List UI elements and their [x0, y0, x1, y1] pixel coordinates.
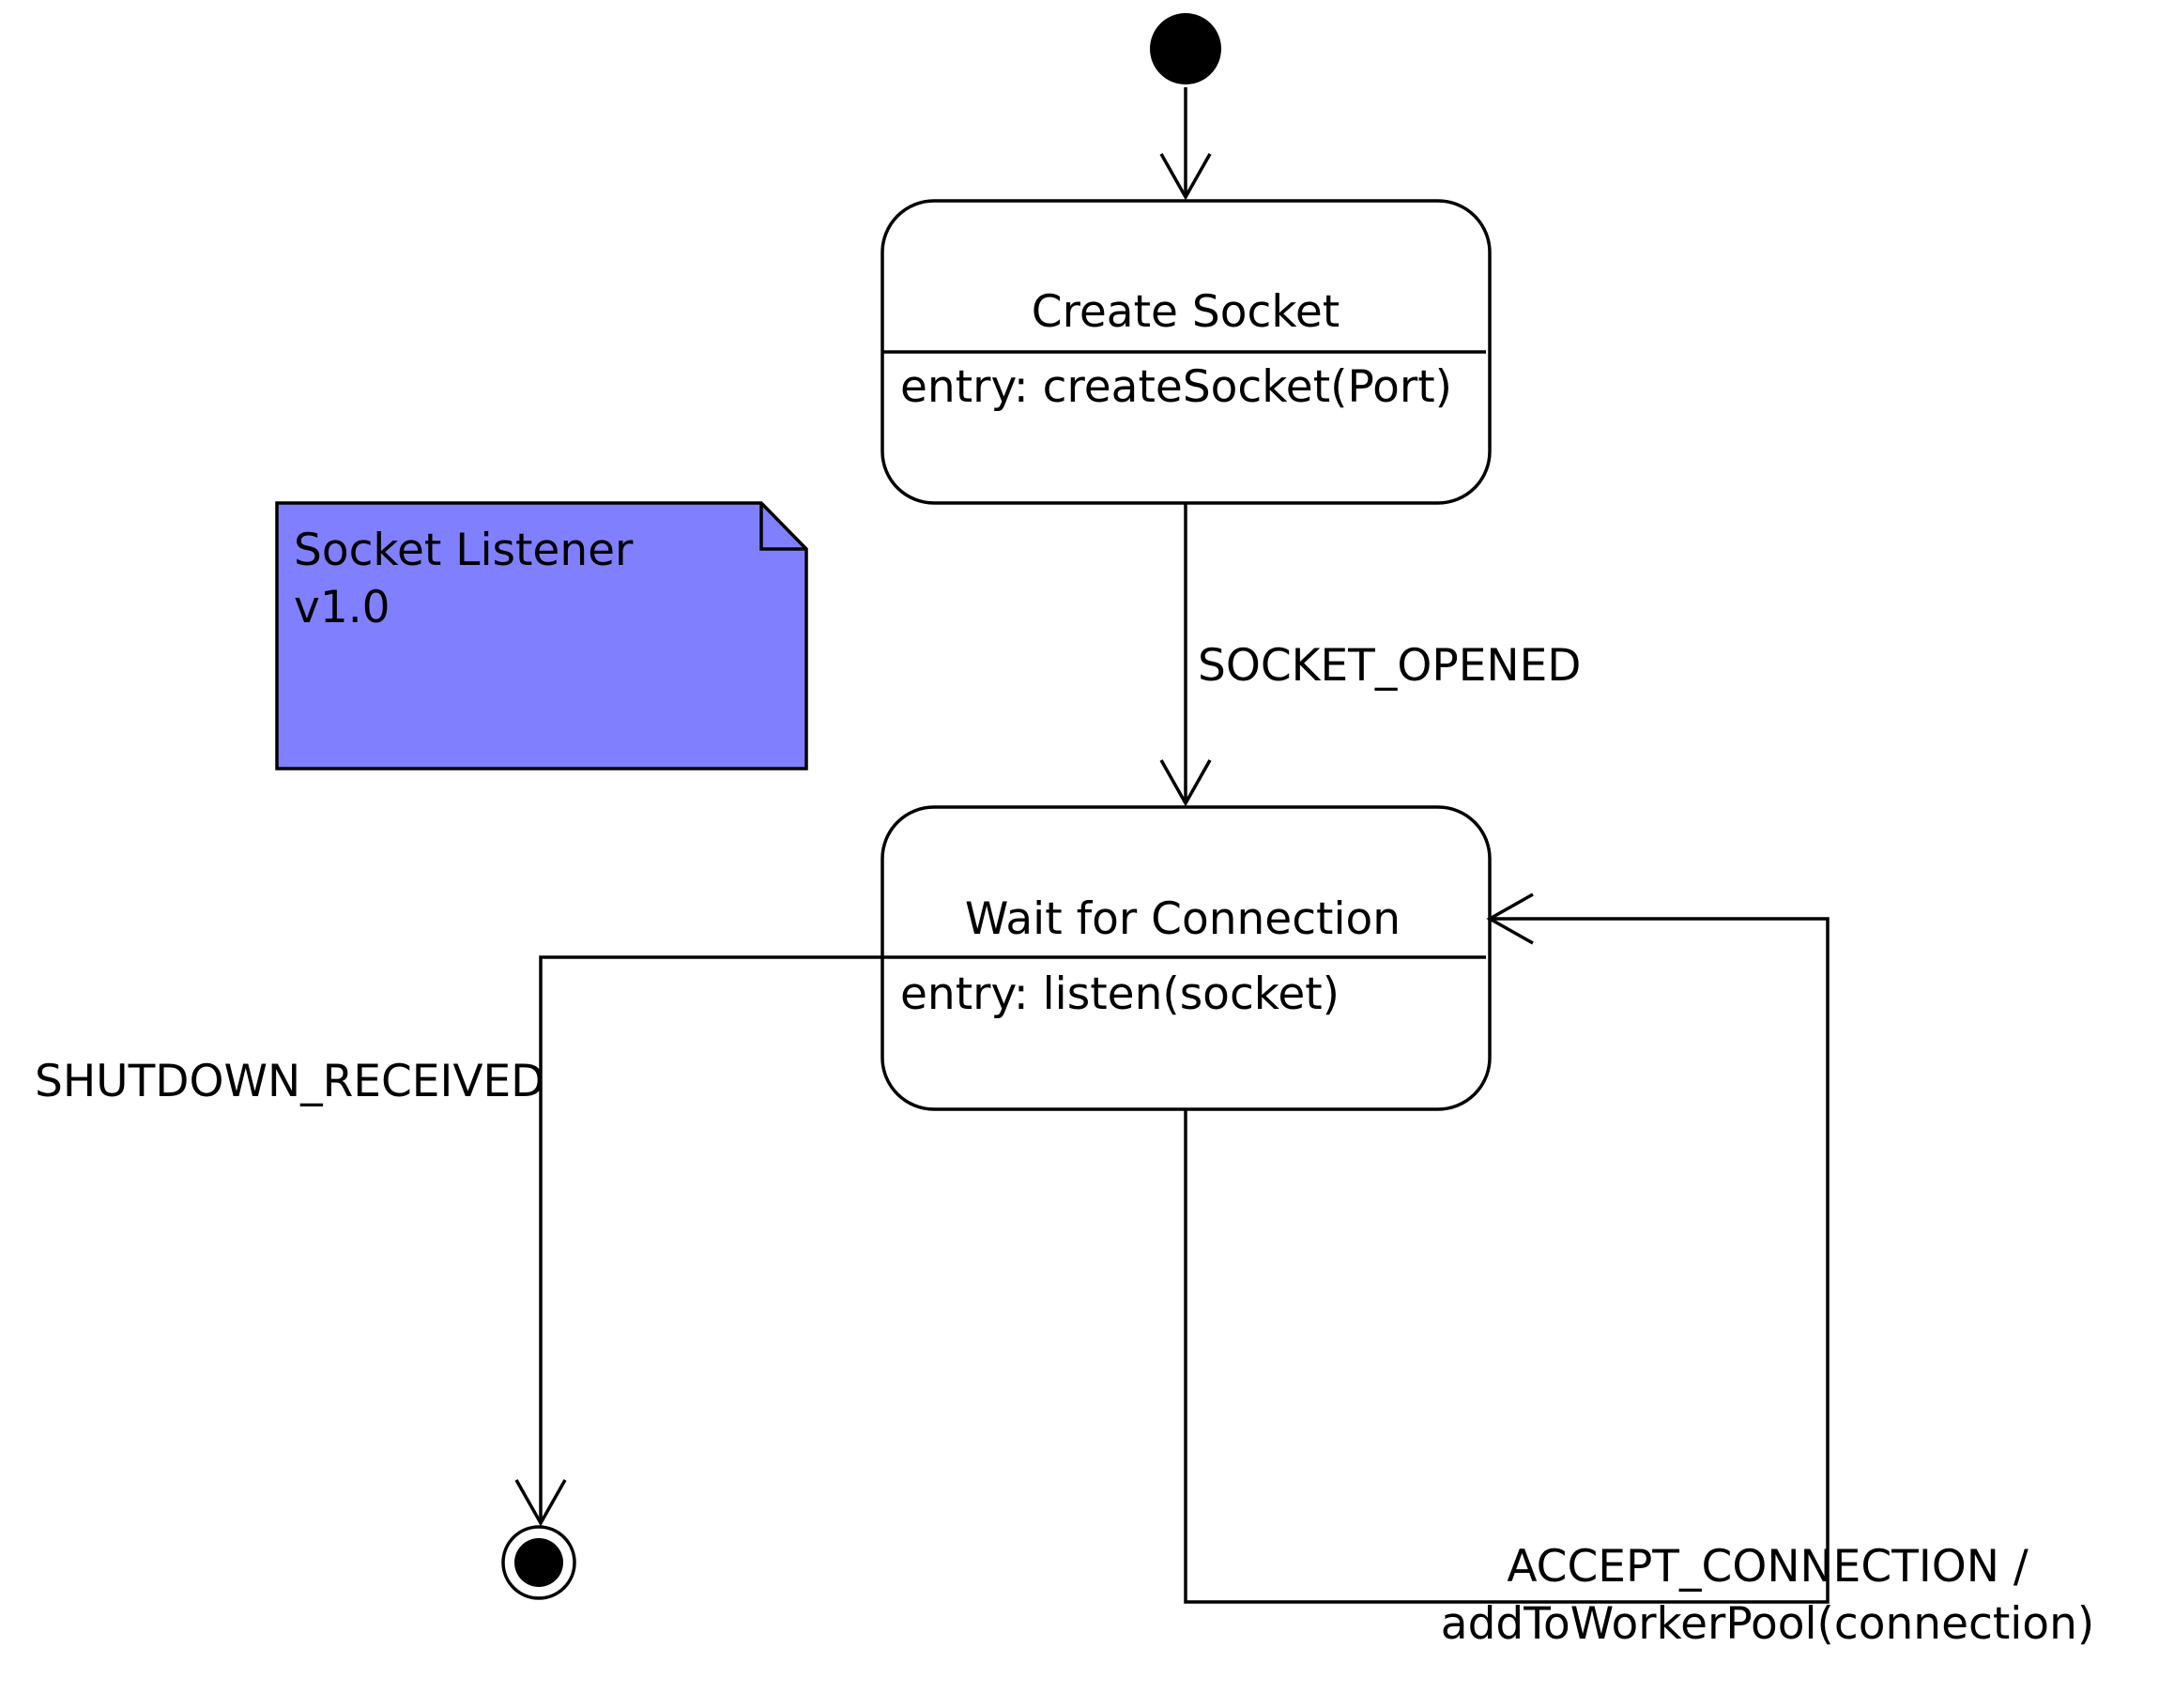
- arrowhead-icon: [1486, 892, 1534, 945]
- arrowhead-icon: [1159, 759, 1212, 807]
- note-version: v1.0: [294, 582, 390, 633]
- note-title: Socket Listener: [294, 525, 634, 576]
- state-wait-for-connection[interactable]: Wait for Connection entry: listen(socket…: [880, 805, 1492, 1111]
- arrowhead-icon: [1159, 153, 1212, 201]
- arrowhead-icon: [514, 1479, 567, 1527]
- transition-socket-opened: SOCKET_OPENED: [1159, 503, 1581, 807]
- state-name: Wait for Connection: [965, 893, 1401, 945]
- initial-state: [1150, 13, 1221, 84]
- transition-line: [1184, 917, 1830, 1604]
- transition-label-action: addToWorkerPool(connection): [1441, 1598, 2094, 1650]
- state-entry-action: entry: createSocket(Port): [900, 361, 1452, 413]
- note-socket-listener: Socket Listener v1.0: [275, 501, 808, 770]
- transition-label: SHUTDOWN_RECEIVED: [35, 1056, 544, 1107]
- transition-line: [539, 955, 882, 1523]
- transition-shutdown-received: SHUTDOWN_RECEIVED: [35, 955, 882, 1527]
- note-shape: [275, 501, 808, 770]
- state-create-socket[interactable]: Create Socket entry: createSocket(Port): [880, 199, 1492, 505]
- transition-label: SOCKET_OPENED: [1198, 640, 1581, 692]
- transition-initial-to-create-socket: [1159, 87, 1212, 201]
- final-state: [501, 1525, 576, 1600]
- final-state-dot: [514, 1538, 563, 1587]
- state-name: Create Socket: [1032, 286, 1340, 338]
- transition-accept-connection: ACCEPT_CONNECTION / addToWorkerPool(conn…: [1184, 892, 2094, 1650]
- state-entry-action: entry: listen(socket): [900, 968, 1340, 1020]
- transition-label-event: ACCEPT_CONNECTION /: [1507, 1541, 2029, 1593]
- note-fold: [759, 503, 806, 551]
